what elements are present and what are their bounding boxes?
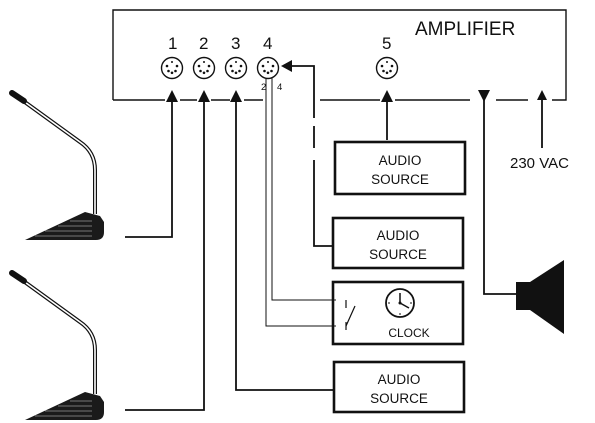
- audio-source-box-3: AUDIO SOURCE: [332, 360, 466, 414]
- svg-text:SOURCE: SOURCE: [371, 172, 429, 187]
- power-label: 230 VAC: [510, 155, 569, 172]
- pin-label-2: 2: [261, 82, 266, 93]
- amplifier-box: [112, 9, 567, 101]
- input-label-1: 1: [168, 34, 177, 53]
- svg-text:AUDIO: AUDIO: [379, 153, 422, 168]
- input-label-4: 4: [263, 34, 272, 53]
- input-label-2: 2: [199, 34, 208, 53]
- din-connector-1: [160, 56, 184, 80]
- clock-wires: [265, 78, 336, 327]
- microphone-2: [12, 273, 104, 420]
- audio-source-box-2: AUDIO SOURCE: [331, 216, 465, 270]
- wiring: [125, 65, 543, 411]
- input-label-5: 5: [382, 34, 391, 53]
- svg-text:SOURCE: SOURCE: [370, 391, 428, 406]
- arrowheads: [166, 60, 547, 102]
- clock-icon: [385, 288, 415, 318]
- pin-label-4: 4: [277, 82, 282, 93]
- clock-box: CLOCK: [331, 280, 465, 346]
- din-connector-2: [192, 56, 216, 80]
- din-connector-4: [256, 56, 280, 80]
- din-connector-3: [224, 56, 248, 80]
- clock-label: CLOCK: [388, 326, 429, 340]
- input-label-3: 3: [231, 34, 240, 53]
- din-connector-5: [375, 56, 399, 80]
- audio-source-box-1: AUDIO SOURCE: [333, 140, 467, 196]
- amplifier-title: AMPLIFIER: [415, 19, 515, 40]
- svg-text:AUDIO: AUDIO: [378, 372, 421, 387]
- svg-text:AUDIO: AUDIO: [377, 228, 420, 243]
- loudspeaker-icon: [516, 260, 564, 334]
- microphone-1: [12, 93, 104, 240]
- svg-text:SOURCE: SOURCE: [369, 247, 427, 262]
